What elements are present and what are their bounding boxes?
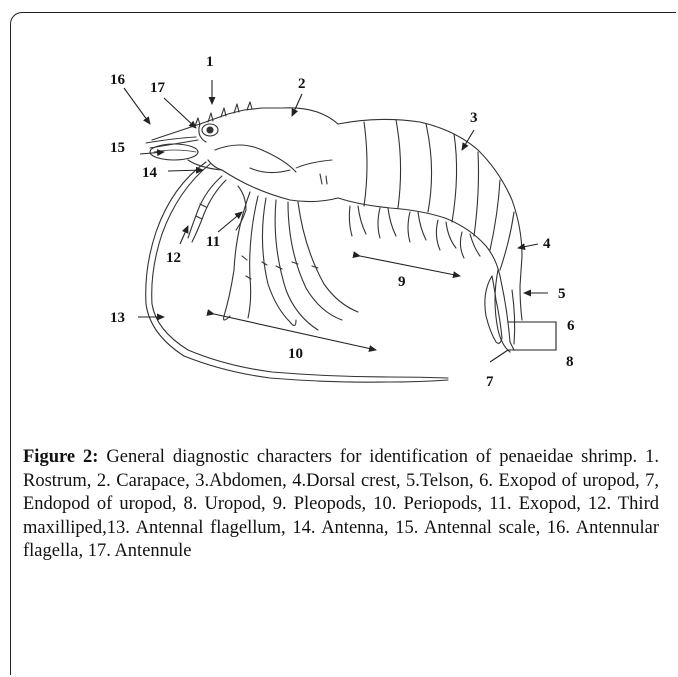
- label-6-exopod-of-uropod: 6: [567, 318, 575, 334]
- label-3-abdomen: 3: [470, 110, 478, 126]
- caption-text: General diagnostic characters for identi…: [23, 447, 659, 561]
- label-10-periopods: 10: [288, 346, 303, 362]
- label-5-telson: 5: [558, 286, 566, 302]
- label-1-rostrum: 1: [206, 54, 214, 70]
- label-9-pleopods: 9: [398, 274, 406, 290]
- label-8-uropod: 8: [566, 354, 574, 370]
- label-15-antennal-scale: 15: [110, 140, 125, 156]
- label-13-antennal-flagellum: 13: [110, 310, 125, 326]
- label-12-third-maxilliped: 12: [166, 250, 181, 266]
- shrimp-diagram: 1 2 3 4 5 6 7 8 9 10 11 12 13 14 15 16 1…: [0, 0, 678, 440]
- figure-number: Figure 2:: [23, 447, 98, 467]
- label-16-antennular-flagella: 16: [110, 72, 126, 88]
- label-11-exopod: 11: [206, 234, 220, 250]
- label-2-carapace: 2: [298, 76, 306, 92]
- label-14-antenna: 14: [142, 165, 158, 181]
- label-7-endopod-of-uropod: 7: [486, 374, 494, 390]
- label-17-antennule: 17: [150, 80, 166, 96]
- label-4-dorsal-crest: 4: [543, 236, 551, 252]
- figure-caption: Figure 2: General diagnostic characters …: [23, 446, 659, 564]
